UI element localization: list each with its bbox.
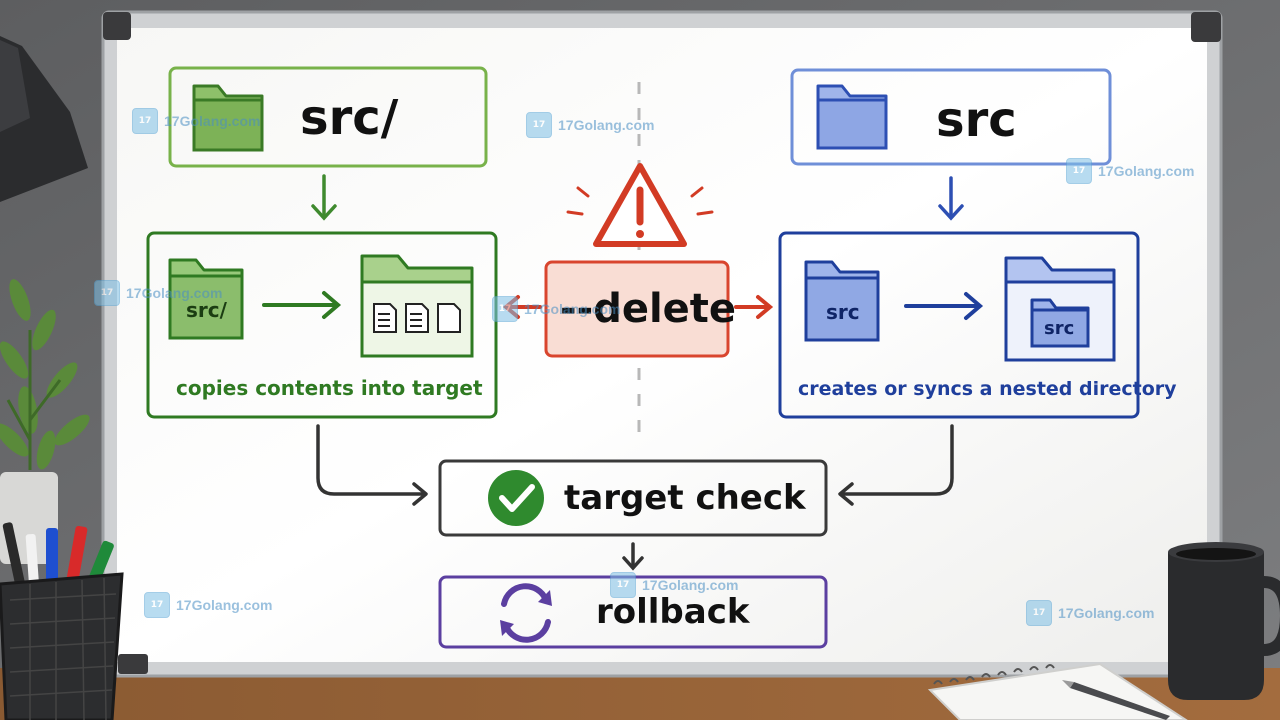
target-check-label: target check bbox=[564, 478, 806, 518]
watermark-logo-icon: 17 bbox=[94, 280, 120, 306]
file-icon bbox=[406, 304, 428, 332]
watermark: 17 17Golang.com bbox=[1066, 158, 1194, 184]
watermark-text: 17Golang.com bbox=[164, 114, 260, 128]
frame-corner-bl bbox=[118, 654, 148, 674]
right-result-src-label: src bbox=[826, 300, 860, 324]
watermark-logo-icon: 17 bbox=[610, 572, 636, 598]
watermark: 17 17Golang.com bbox=[132, 108, 260, 134]
watermark-text: 17Golang.com bbox=[126, 286, 222, 300]
watermark: 17 17Golang.com bbox=[610, 572, 738, 598]
watermark-logo-icon: 17 bbox=[1066, 158, 1092, 184]
frame-corner-tl bbox=[103, 12, 131, 40]
watermark-logo-icon: 17 bbox=[144, 592, 170, 618]
watermark-text: 17Golang.com bbox=[558, 118, 654, 132]
left-source-label: src/ bbox=[300, 90, 398, 146]
coffee-mug bbox=[1168, 542, 1280, 700]
watermark-text: 17Golang.com bbox=[524, 302, 620, 316]
watermark: 17 17Golang.com bbox=[492, 296, 620, 322]
watermark: 17 17Golang.com bbox=[144, 592, 272, 618]
watermark-text: 17Golang.com bbox=[642, 578, 738, 592]
frame-corner-tr bbox=[1191, 12, 1221, 42]
watermark: 17 17Golang.com bbox=[94, 280, 222, 306]
watermark: 17 17Golang.com bbox=[526, 112, 654, 138]
watermark-text: 17Golang.com bbox=[1098, 164, 1194, 178]
right-source-label: src bbox=[936, 92, 1017, 148]
folder-icon bbox=[818, 86, 886, 148]
watermark-logo-icon: 17 bbox=[492, 296, 518, 322]
watermark-text: 17Golang.com bbox=[176, 598, 272, 612]
watermark-logo-icon: 17 bbox=[1026, 600, 1052, 626]
watermark-text: 17Golang.com bbox=[1058, 606, 1154, 620]
file-icon bbox=[374, 304, 396, 332]
left-result-caption: copies contents into target bbox=[176, 376, 483, 400]
right-result-nested-label: src bbox=[1044, 318, 1074, 339]
check-circle-icon bbox=[488, 470, 544, 526]
watermark-logo-icon: 17 bbox=[132, 108, 158, 134]
watermark: 17 17Golang.com bbox=[1026, 600, 1154, 626]
right-result-caption: creates or syncs a nested directory bbox=[798, 378, 1177, 400]
file-icon bbox=[438, 304, 460, 332]
watermark-logo-icon: 17 bbox=[526, 112, 552, 138]
rollback-label: rollback bbox=[596, 592, 749, 632]
